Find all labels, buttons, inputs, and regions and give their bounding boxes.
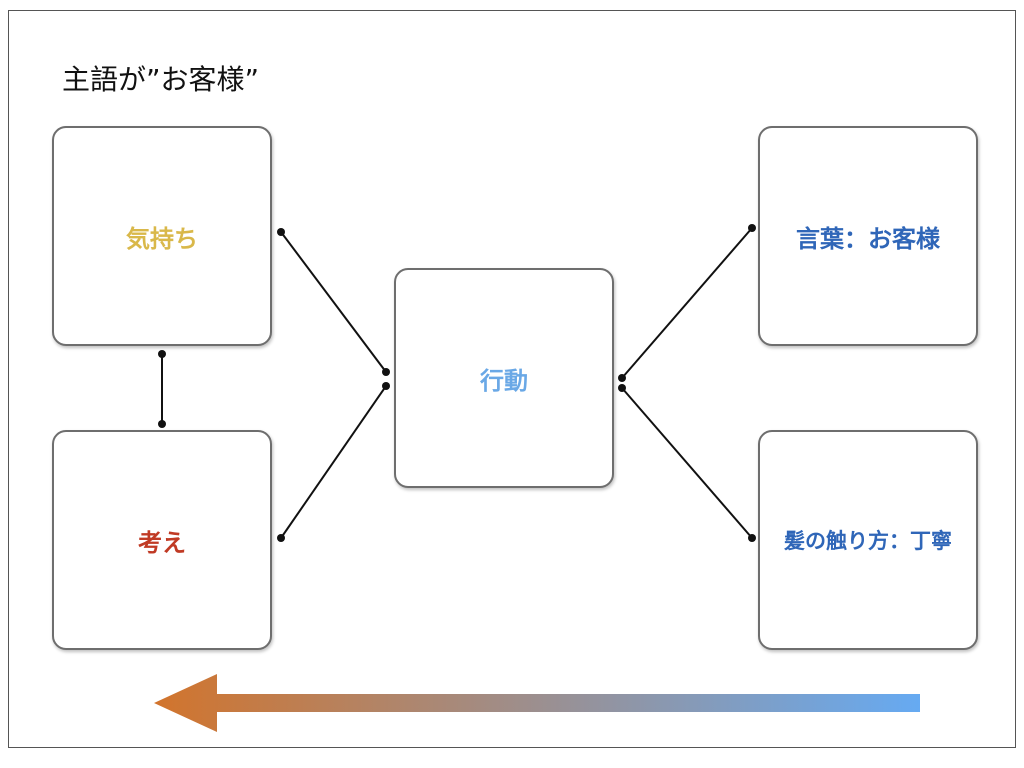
node-kotoba-label: 言葉：お客様 bbox=[796, 224, 940, 253]
node-kami: 髪の触り方：丁寧 bbox=[758, 430, 978, 650]
node-kodo: 行動 bbox=[394, 268, 614, 488]
node-kodo-label: 行動 bbox=[480, 366, 528, 395]
node-kimochi-label: 気持ち bbox=[126, 224, 198, 253]
node-kotoba: 言葉：お客様 bbox=[758, 126, 978, 346]
node-kami-label: 髪の触り方：丁寧 bbox=[784, 529, 952, 553]
slide-title: 主語が”お客様” bbox=[62, 63, 260, 96]
node-kimochi: 気持ち bbox=[52, 126, 272, 346]
node-kangae: 考え bbox=[52, 430, 272, 650]
node-kangae-label: 考え bbox=[138, 528, 186, 557]
